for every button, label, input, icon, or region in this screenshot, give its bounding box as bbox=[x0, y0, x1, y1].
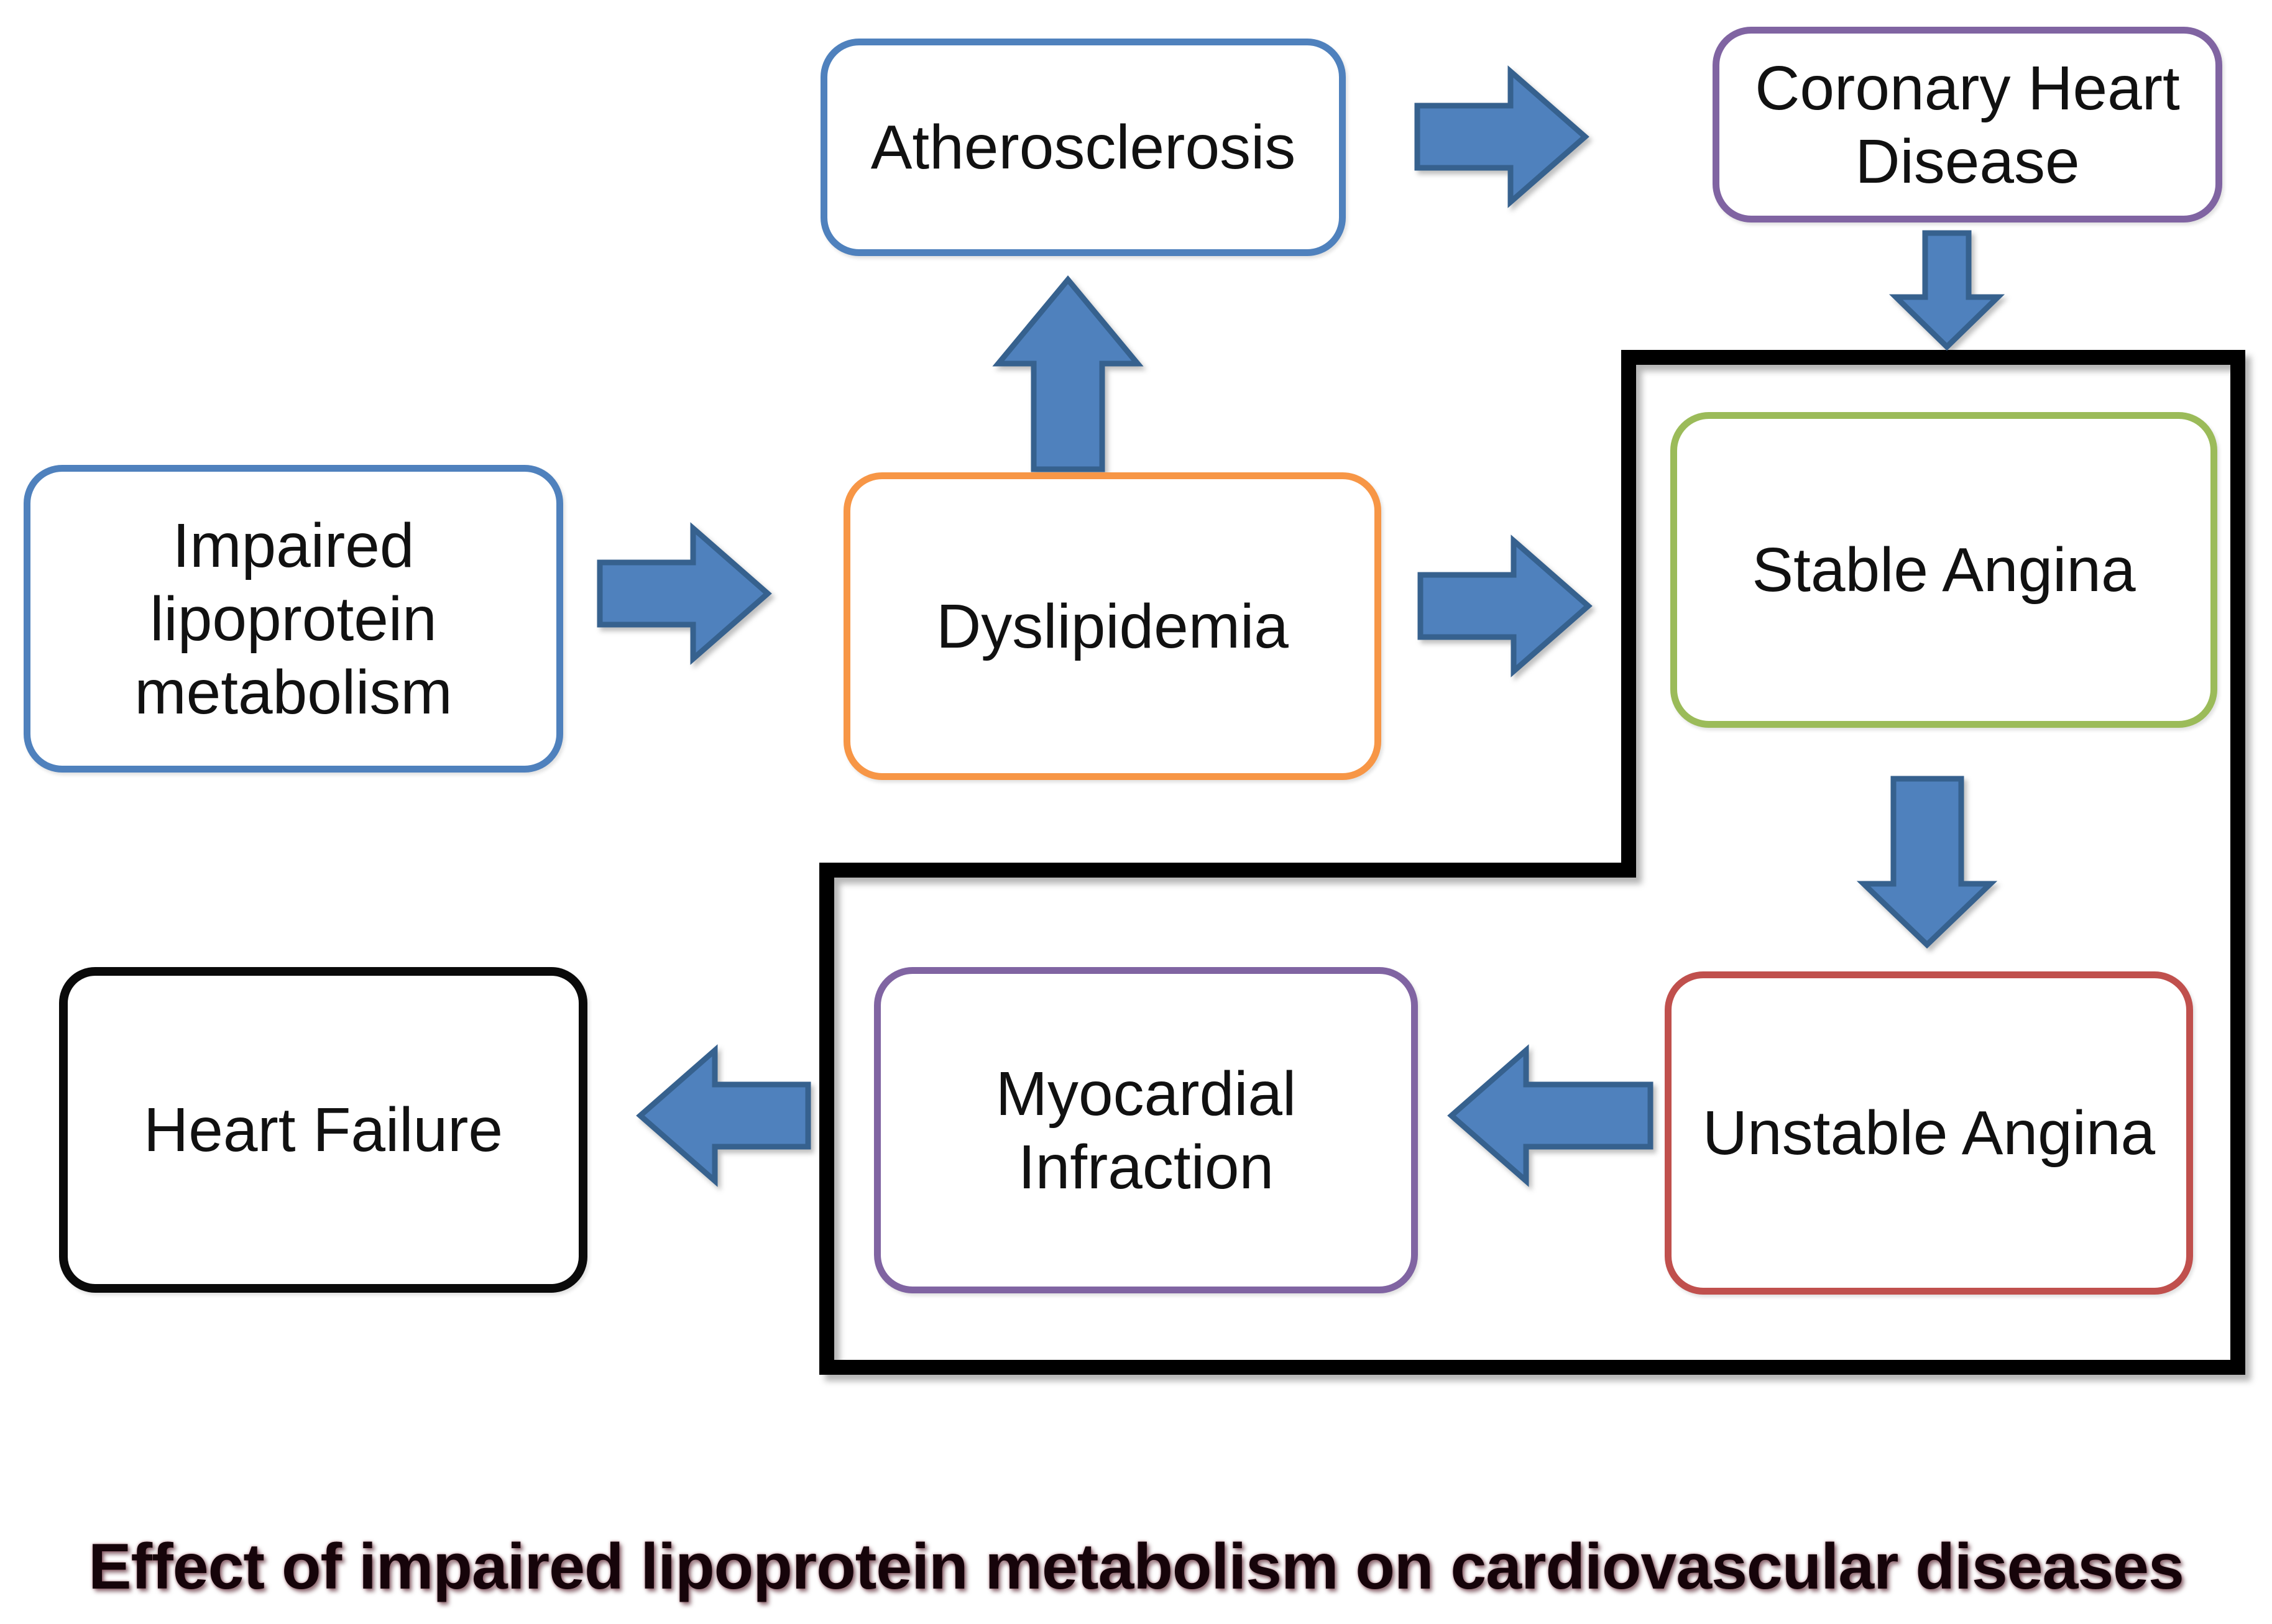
node-label: Dyslipidemia bbox=[936, 591, 1289, 661]
arrow-stable-to-unstable-icon bbox=[1856, 776, 1998, 949]
node-stable-angina: Stable Angina bbox=[1670, 412, 2217, 728]
node-label: Impaired lipoprotein metabolism bbox=[134, 510, 453, 727]
group-outline bbox=[819, 350, 2245, 1375]
node-atherosclerosis: Atherosclerosis bbox=[821, 39, 1346, 256]
node-label: Atherosclerosis bbox=[870, 112, 1296, 182]
arrow-dyslipidemia-to-stable-icon bbox=[1417, 534, 1593, 677]
arrow-atherosclerosis-to-coronary-icon bbox=[1414, 65, 1589, 208]
arrow-myocardial-to-heartfailure-icon bbox=[636, 1044, 811, 1187]
node-label: Myocardial Infraction bbox=[995, 1058, 1297, 1202]
arrow-dyslipidemia-to-atherosclerosis-icon bbox=[992, 275, 1144, 472]
node-heart-failure: Heart Failure bbox=[59, 967, 587, 1293]
node-impaired-lipoprotein-metabolism: Impaired lipoprotein metabolism bbox=[24, 465, 563, 773]
node-myocardial-infraction: Myocardial Infraction bbox=[874, 967, 1418, 1293]
node-label: Unstable Angina bbox=[1702, 1098, 2156, 1168]
node-dyslipidemia: Dyslipidemia bbox=[844, 472, 1381, 780]
arrow-unstable-to-myocardial-icon bbox=[1447, 1044, 1653, 1187]
diagram-caption: Effect of impaired lipoprotein metabolis… bbox=[88, 1531, 2184, 1603]
arrow-impaired-to-dyslipidemia-icon bbox=[597, 522, 772, 665]
arrow-coronary-to-stable-icon bbox=[1888, 230, 2005, 351]
node-label: Heart Failure bbox=[144, 1095, 503, 1165]
node-coronary-heart-disease: Coronary Heart Disease bbox=[1713, 27, 2222, 222]
node-label: Stable Angina bbox=[1752, 535, 2136, 605]
node-unstable-angina: Unstable Angina bbox=[1665, 971, 2193, 1295]
node-label: Coronary Heart Disease bbox=[1755, 53, 2180, 196]
